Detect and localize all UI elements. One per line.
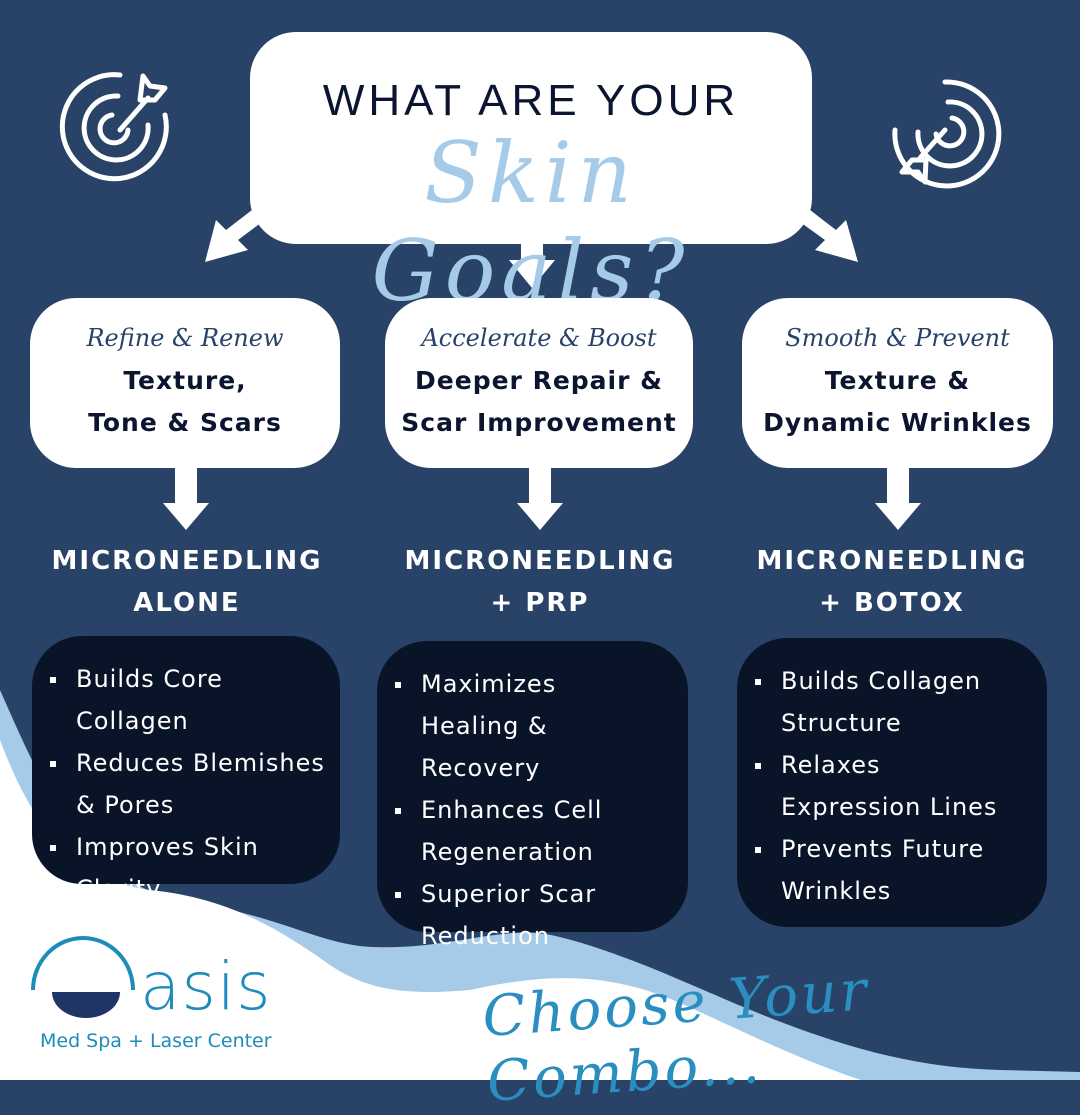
goal-tagline: Smooth & Prevent	[785, 324, 1010, 352]
target-right-icon	[892, 79, 1002, 189]
benefit-item: Enhances Cell Regeneration	[391, 789, 658, 873]
arrow-left-icon	[205, 210, 262, 262]
arrow-down-1	[175, 468, 197, 504]
logo-subtitle: Med Spa + Laser Center	[40, 1030, 272, 1052]
goal-tagline: Accelerate & Boost	[421, 324, 657, 352]
goal-tagline: Refine & Renew	[86, 324, 284, 352]
benefit-item: Maximizes Healing & Recovery	[391, 663, 658, 789]
target-left-icon	[59, 72, 169, 182]
header-script-title: Skin Goals?	[371, 124, 691, 320]
header-title: WHAT ARE YOUR	[322, 76, 740, 125]
treatment-variant: + PRP	[490, 588, 590, 618]
treatment-name: MICRONEEDLING	[756, 546, 1028, 576]
benefit-item: Prevents Future Wrinkles	[751, 828, 1007, 912]
arrows	[163, 210, 921, 530]
treatment-variant: ALONE	[133, 588, 241, 618]
treatment-name: MICRONEEDLING	[404, 546, 676, 576]
logo-wordmark: asis	[140, 948, 272, 1025]
treatment-1: MICRONEEDLING ALONE	[17, 540, 357, 624]
benefit-item: Improves Skin Clarity	[46, 826, 330, 910]
benefit-item: Builds Collagen Structure	[751, 660, 1007, 744]
arrow-right-icon	[800, 210, 858, 262]
benefit-item: Superior Scar Reduction	[391, 873, 658, 957]
benefit-item: Relaxes Expression Lines	[751, 744, 1007, 828]
arrow-center-stem	[521, 243, 543, 261]
logo-mark	[31, 936, 135, 1018]
header-box: WHAT ARE YOUR Skin Goals?	[250, 32, 812, 320]
benefits-box-3: Builds Collagen Structure Relaxes Expres…	[737, 638, 1047, 927]
arrow-center-icon	[509, 260, 555, 288]
goal-card-1: Refine & Renew Texture, Tone & Scars	[30, 298, 340, 468]
treatment-name: MICRONEEDLING	[51, 546, 323, 576]
treatment-3: MICRONEEDLING + BOTOX	[722, 540, 1062, 624]
goal-card-2: Accelerate & Boost Deeper Repair & Scar …	[385, 298, 693, 468]
goal-title: Deeper Repair & Scar Improvement	[401, 366, 677, 437]
goal-title: Texture, Tone & Scars	[88, 366, 282, 437]
benefits-box-1: Builds Core Collagen Reduces Blemishes &…	[32, 636, 340, 903]
benefit-item: Reduces Blemishes & Pores	[46, 742, 330, 826]
goal-card-3: Smooth & Prevent Texture & Dynamic Wrink…	[742, 298, 1053, 468]
benefits-box-2: Maximizes Healing & Recovery Enhances Ce…	[377, 641, 688, 950]
arrow-down-3	[887, 468, 909, 504]
goal-title: Texture & Dynamic Wrinkles	[763, 366, 1032, 437]
treatment-variant: + BOTOX	[819, 588, 965, 618]
wave-background	[0, 72, 1080, 1080]
arrow-down-2	[529, 468, 551, 504]
treatment-2: MICRONEEDLING + PRP	[370, 540, 710, 624]
benefit-item: Builds Core Collagen	[46, 658, 330, 742]
